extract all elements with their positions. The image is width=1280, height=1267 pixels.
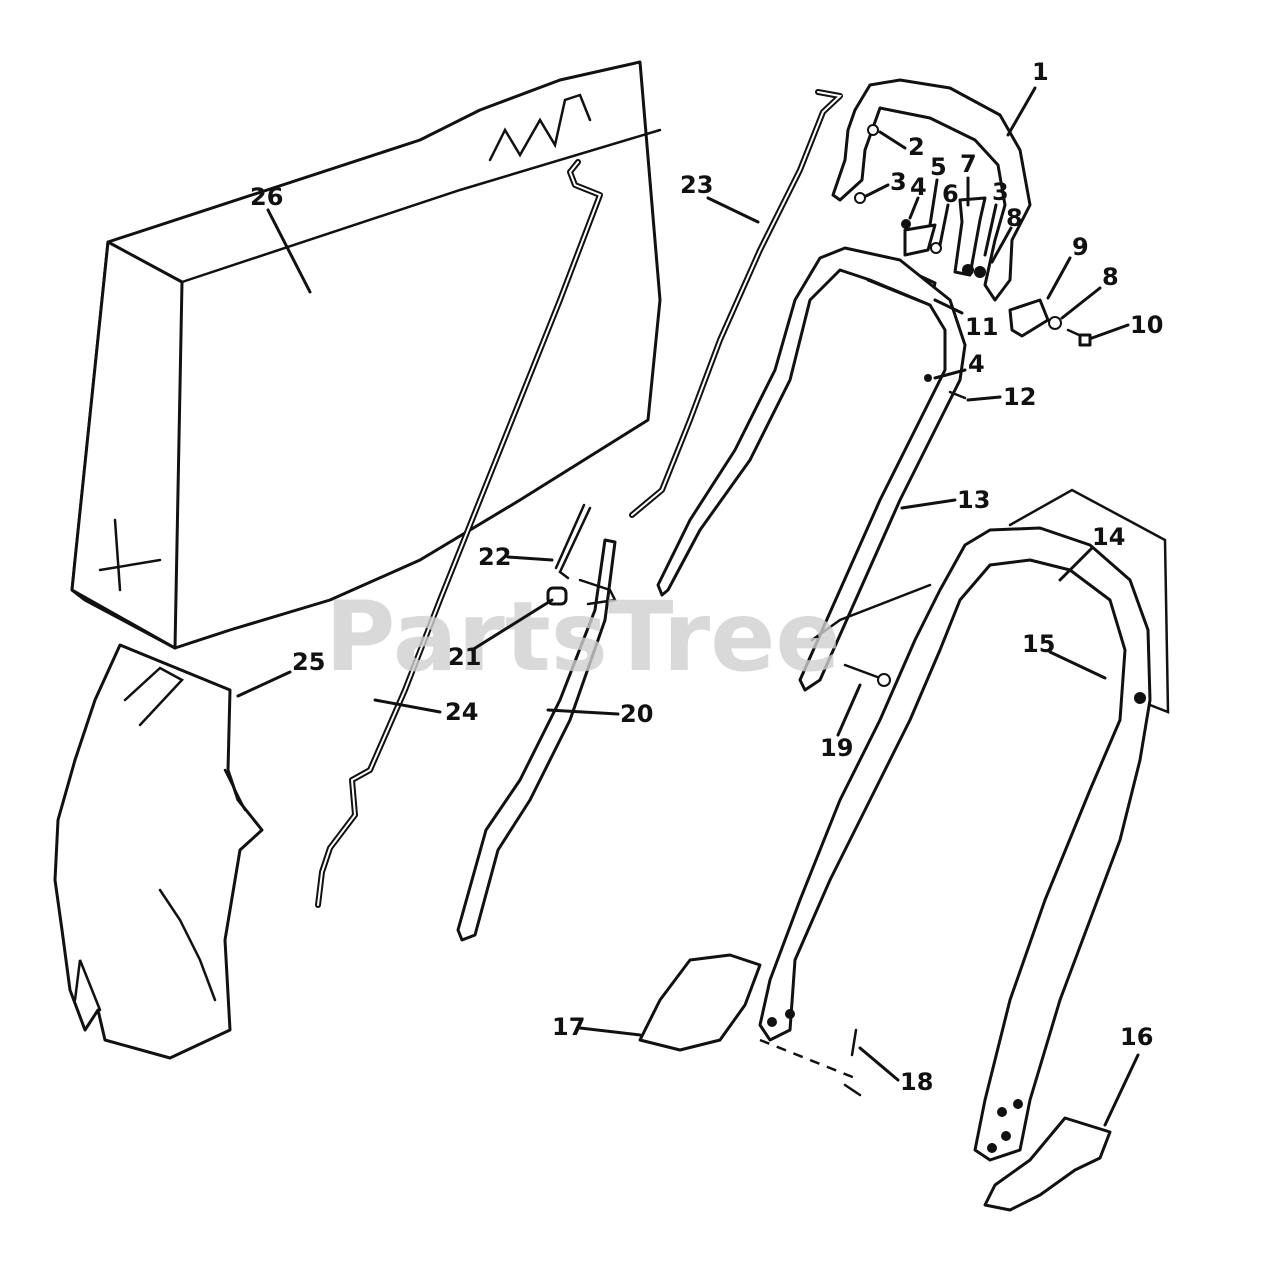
part-19-bolt <box>843 663 891 687</box>
callout-8b: 8 <box>1102 263 1119 291</box>
callout-23: 23 <box>680 171 713 199</box>
callout-19: 19 <box>820 734 853 762</box>
watermark-text: PartsTree <box>325 581 840 693</box>
part-13-middle-handle <box>656 246 967 692</box>
callout-11: 11 <box>965 313 998 341</box>
part-6-washer <box>930 242 942 254</box>
callout-17: 17 <box>552 1013 585 1041</box>
callout-10: 10 <box>1130 311 1163 339</box>
callout-2: 2 <box>908 133 925 161</box>
callout-25: 25 <box>292 648 325 676</box>
callout-22: 22 <box>478 543 511 571</box>
callout-26: 26 <box>250 183 283 211</box>
part-24-bag-rod <box>315 159 603 908</box>
part-10-bolt-head <box>1078 333 1092 347</box>
callout-1: 1 <box>1032 58 1049 86</box>
part-23-control-rod <box>629 89 843 518</box>
part-3-washer <box>854 192 866 204</box>
callout-12: 12 <box>1003 383 1036 411</box>
callout-16: 16 <box>1120 1023 1153 1051</box>
callout-14: 14 <box>1092 523 1125 551</box>
callout-15: 15 <box>1022 630 1055 658</box>
part-18-cotter-pin <box>759 1028 862 1097</box>
hardware-group <box>854 192 1092 347</box>
part-14-lower-handle <box>758 526 1152 1162</box>
callout-9: 9 <box>1072 233 1089 261</box>
part-25-discharge-chute <box>53 643 264 1060</box>
part-7-bracket <box>953 196 987 277</box>
part-22-clip <box>554 503 592 580</box>
part-16-bracket <box>983 1116 1112 1212</box>
callout-21: 21 <box>448 643 481 671</box>
part-17-bracket <box>638 953 762 1052</box>
callout-24: 24 <box>445 698 478 726</box>
part-4-nut <box>901 219 911 229</box>
callout-13: 13 <box>957 486 990 514</box>
callout-18: 18 <box>900 1068 933 1096</box>
callout-4: 4 <box>910 173 927 201</box>
callout-4b: 4 <box>968 350 985 378</box>
callout-3: 3 <box>890 168 907 196</box>
part-12-bolt <box>948 390 967 400</box>
part-3-nut <box>962 264 974 276</box>
part-9-bracket <box>1008 298 1050 338</box>
callout-20: 20 <box>620 700 653 728</box>
part-1-upper-handle <box>831 78 1032 302</box>
callout-labels: 1 2 3 4 5 6 7 3 8 9 8 10 11 4 12 13 14 1… <box>250 58 1163 1096</box>
callout-5: 5 <box>930 153 947 181</box>
leader-lines <box>236 86 1140 1127</box>
part-8-nut <box>974 266 986 278</box>
callout-8: 8 <box>1006 204 1023 232</box>
part-26-grass-bag <box>70 60 662 650</box>
part-8-washer <box>1048 316 1062 330</box>
part-20-lower-rod <box>456 538 617 942</box>
part-5-plate <box>903 223 937 257</box>
callout-6: 6 <box>942 180 959 208</box>
callout-7: 7 <box>960 150 977 178</box>
callout-3b: 3 <box>992 178 1009 206</box>
